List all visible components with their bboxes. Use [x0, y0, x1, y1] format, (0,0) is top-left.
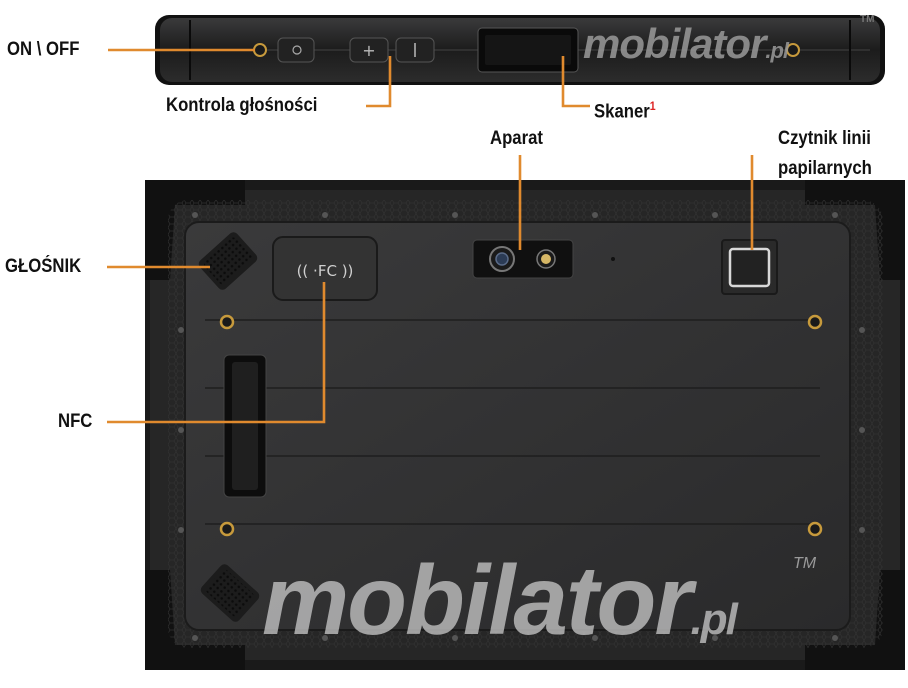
speaker-grille-top	[198, 232, 258, 290]
watermark-top-main: mobilator	[583, 20, 766, 67]
watermark-bottom-tm: TM	[793, 555, 817, 572]
watermark-top-tm: TM	[860, 14, 875, 25]
camera-module	[472, 239, 574, 279]
label-nfc: NFC	[58, 411, 93, 432]
label-scanner-footnote: 1	[649, 99, 656, 113]
watermark-bottom: mobilator.pl	[262, 545, 738, 675]
watermark-bottom-main: mobilator	[262, 545, 692, 655]
label-scanner: Skaner1	[594, 95, 656, 123]
microphone-hole	[611, 257, 615, 261]
label-scanner-text: Skaner	[594, 101, 650, 123]
callout-leaders	[107, 48, 754, 424]
label-volume: Kontrola głośności	[166, 95, 318, 116]
label-speaker: GŁOŚNIK	[5, 256, 82, 277]
label-power: ON \ OFF	[7, 39, 80, 60]
side-screw	[253, 43, 267, 57]
side-screw	[786, 43, 800, 57]
tablet-side-view: +	[155, 15, 885, 85]
power-button[interactable]	[277, 37, 315, 63]
label-camera: Aparat	[490, 128, 543, 149]
power-icon	[292, 45, 302, 55]
fingerprint-sensor-icon	[728, 247, 771, 288]
rim-screws	[178, 212, 865, 641]
speaker-grille-bottom	[200, 564, 260, 622]
back-cover	[184, 221, 851, 631]
watermark-bottom-suffix: .pl	[690, 595, 737, 644]
tablet-back-view: (( ·FC ))	[145, 180, 905, 670]
plus-icon: +	[362, 41, 375, 60]
watermark-top: mobilator.pl	[583, 20, 789, 68]
nfc-mark: (( ·FC ))	[297, 262, 354, 280]
volume-up-button[interactable]	[349, 37, 389, 63]
watermark-top-suffix: .pl	[765, 38, 789, 63]
gold-screws	[219, 314, 823, 537]
label-fingerprint-line2: papilarnych	[778, 158, 872, 179]
label-fingerprint-line1: Czytnik linii	[778, 128, 871, 149]
